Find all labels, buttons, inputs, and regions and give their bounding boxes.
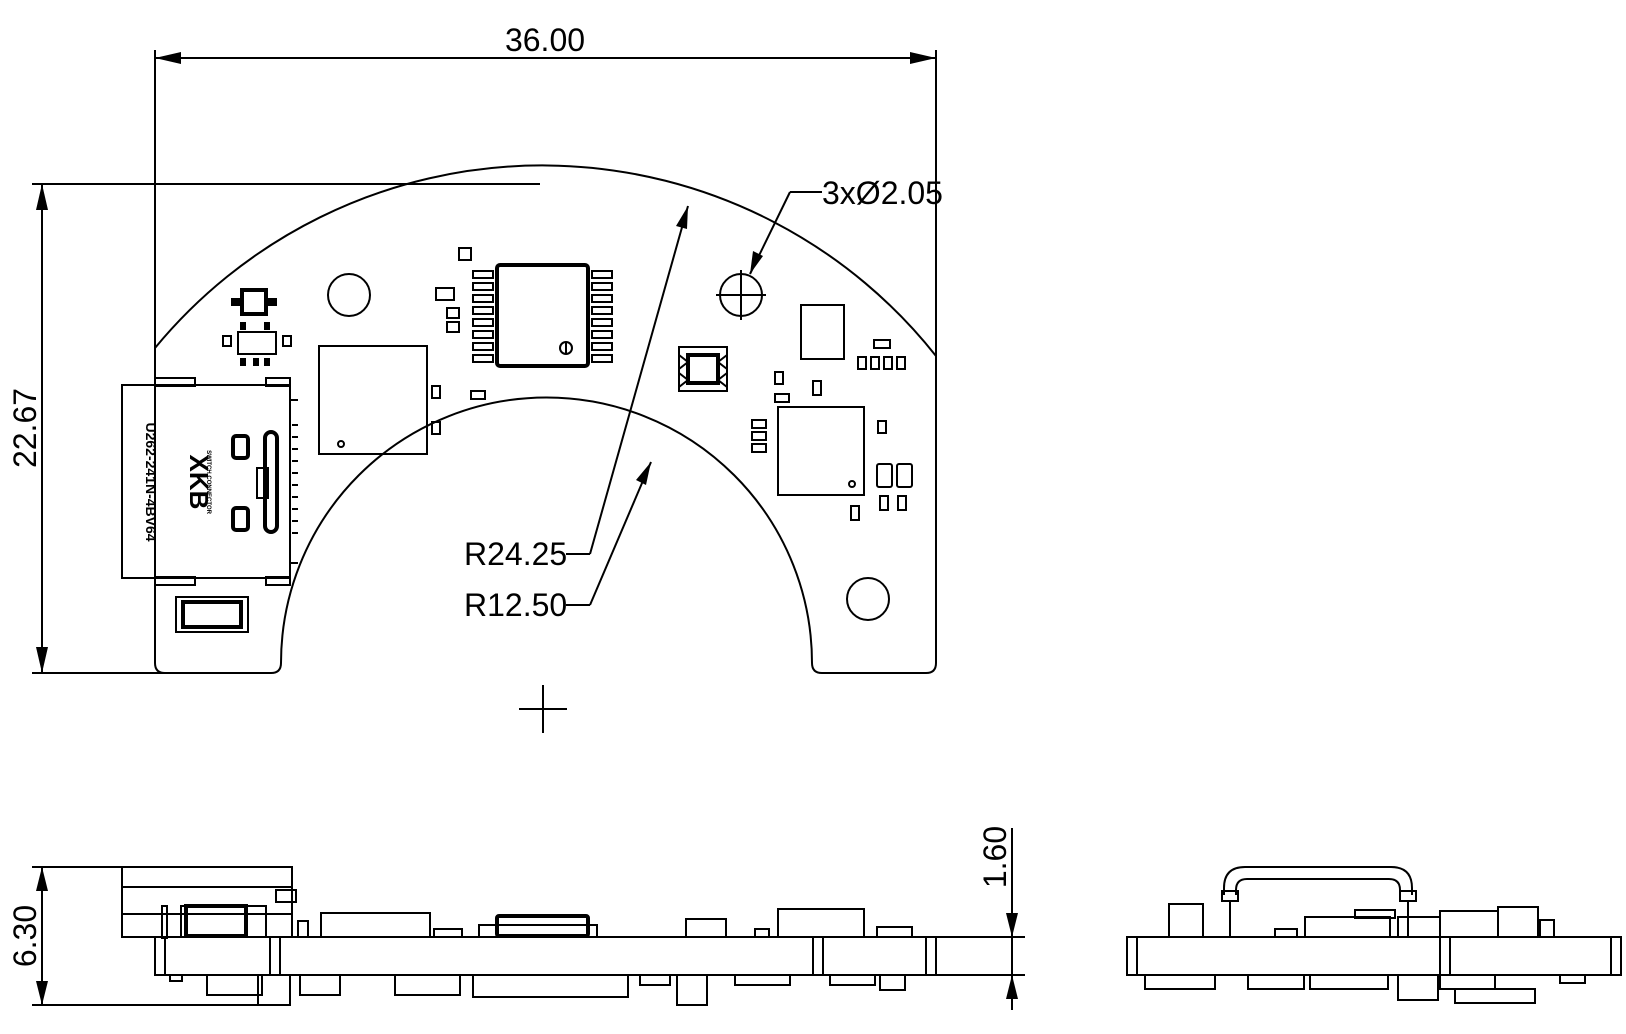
module-right-top (800, 304, 845, 360)
module-left (318, 345, 428, 455)
pin-row (292, 424, 298, 534)
width-dimension: 36.00 (154, 22, 937, 372)
mounting-hole-3 (846, 577, 890, 621)
main-ic (472, 263, 613, 368)
side-view-lateral (1126, 866, 1622, 1004)
width-label: 36.00 (505, 22, 585, 58)
fuse-outer (175, 596, 249, 633)
thickness-dimension: 6.30 (7, 866, 258, 1006)
inductor (678, 346, 728, 392)
mounting-hole-1 (327, 273, 371, 317)
connector-brand: XKB (184, 455, 214, 510)
module-right-bottom (777, 406, 865, 496)
fuse-inner (181, 600, 243, 629)
center-mark (519, 685, 567, 733)
pcb-side (154, 936, 937, 976)
height-label: 22.67 (7, 388, 43, 468)
side-view-front: 6.30 1.60 (7, 826, 1025, 1010)
inner-radius-label: R12.50 (464, 587, 567, 623)
hole-label: 3xØ2.05 (822, 175, 943, 211)
inner-radius-leader: R12.50 (464, 461, 652, 623)
hole-leader: 3xØ2.05 (749, 175, 943, 275)
top-view: U262-241N-4BV64 XKB SWITCH CONNECTOR (7, 22, 943, 733)
connector-subtitle: SWITCH CONNECTOR (205, 450, 211, 515)
height-dimension: 22.67 (7, 183, 540, 674)
connector-part-number: U262-241N-4BV64 (143, 422, 159, 541)
pcb-side-lateral (1126, 936, 1622, 976)
usb-connector: U262-241N-4BV64 XKB SWITCH CONNECTOR (121, 377, 298, 586)
thickness-label: 6.30 (7, 905, 43, 967)
pcb-thickness-label: 1.60 (977, 826, 1013, 888)
outer-radius-leader: R24.25 (464, 205, 689, 572)
outer-radius-label: R24.25 (464, 536, 567, 572)
pcb-thickness-dimension: 1.60 (977, 826, 1018, 1010)
pcb-outline (154, 164, 937, 674)
